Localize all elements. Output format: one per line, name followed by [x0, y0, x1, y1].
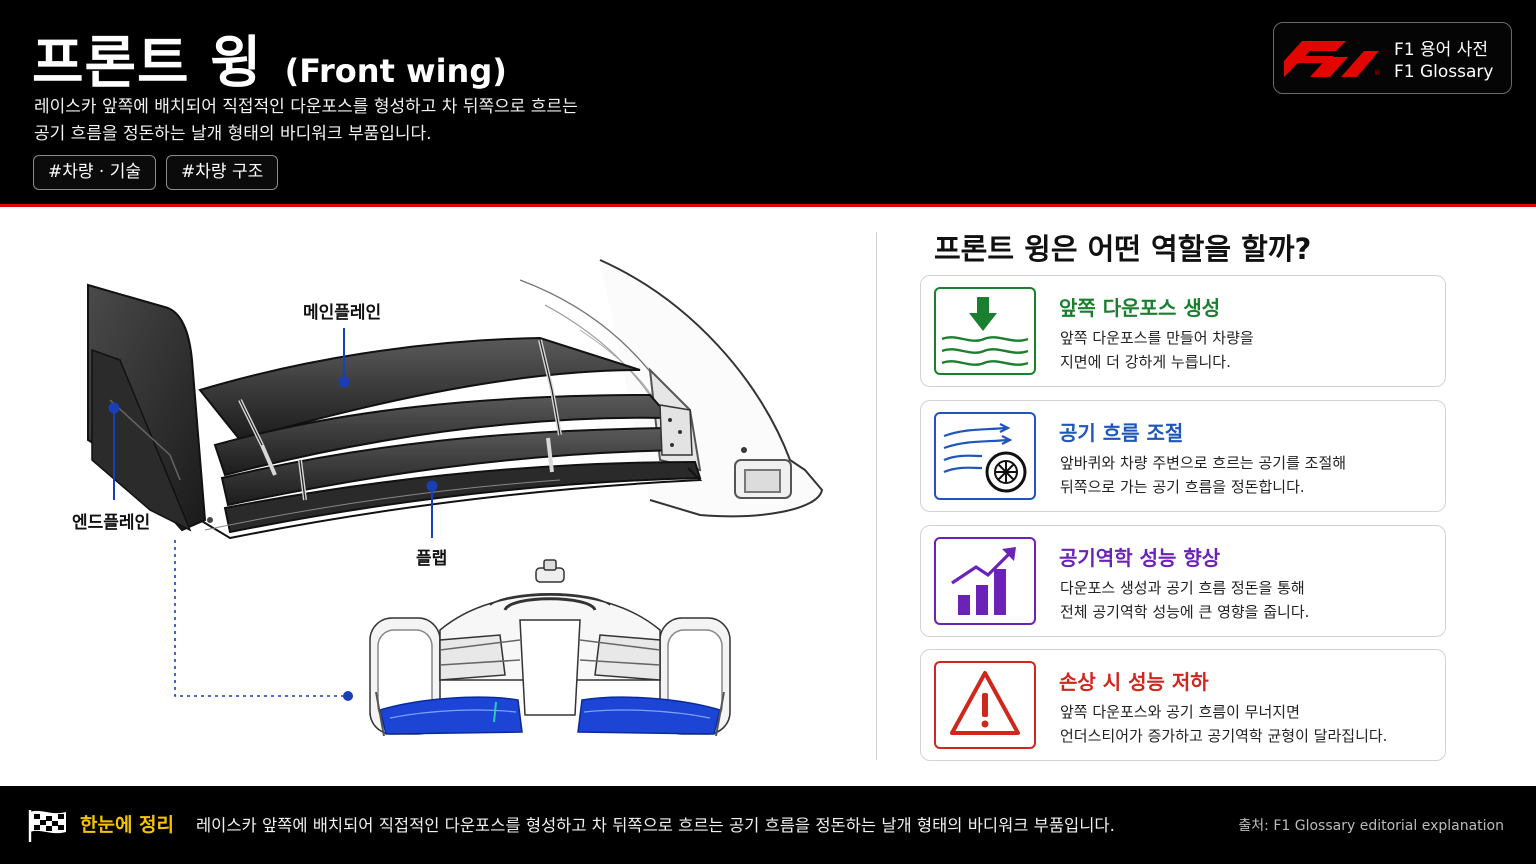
role-title: 공기 흐름 조절	[1059, 421, 1184, 445]
role-description: 다운포스 생성과 공기 흐름 정돈을 통해 전체 공기역학 성능에 큰 영향을 …	[1060, 576, 1309, 624]
label-endplate: 엔드플레인	[72, 513, 151, 533]
car-front-view	[369, 559, 731, 735]
flap-marker	[426, 480, 438, 492]
f1-logo-icon: ®	[1284, 41, 1381, 77]
role-description-line: 앞쪽 다운포스를 만들어 차량을	[1060, 329, 1254, 347]
label-mainplane: 메인플레인	[303, 303, 382, 323]
checkered-flag-icon	[28, 810, 66, 842]
summary-text: 레이스카 앞쪽에 배치되어 직접적인 다운포스를 형성하고 차 뒤쪽으로 흐르는…	[196, 816, 1115, 835]
badge-title-english: F1 Glossary	[1394, 62, 1494, 82]
tag-vehicle-structure[interactable]: #차량 구조	[166, 155, 279, 190]
description-line: 레이스카 앞쪽에 배치되어 직접적인 다운포스를 형성하고 차 뒤쪽으로 흐르는	[34, 97, 578, 117]
role-title: 손상 시 성능 저하	[1059, 670, 1209, 694]
badge-text: F1 용어 사전 F1 Glossary	[1394, 39, 1493, 83]
endplate-marker	[108, 402, 120, 414]
role-description-line: 지면에 더 강하게 누릅니다.	[1060, 353, 1231, 371]
header: 프론트 윙 (Front wing) 레이스카 앞쪽에 배치되어 직접적인 다운…	[0, 0, 1536, 204]
downforce-arrow-icon	[934, 287, 1036, 375]
role-description: 앞바퀴와 차량 주변으로 흐르는 공기를 조절해 뒤쪽으로 가는 공기 흐름을 …	[1060, 451, 1346, 499]
header-accent-line	[0, 204, 1536, 207]
role-description-line: 뒤쪽으로 가는 공기 흐름을 정돈합니다.	[1060, 478, 1305, 496]
roles-title: 프론트 윙은 어떤 역할을 할까?	[934, 232, 1312, 266]
front-wing-diagram: 메인플레인 엔드플레인 플랩	[0, 210, 870, 785]
glossary-badge: ® F1 용어 사전 F1 Glossary	[1273, 22, 1512, 94]
source-credit: 출처: F1 Glossary editorial explanation	[1238, 818, 1504, 834]
warning-triangle-icon	[934, 661, 1036, 749]
mainplane-shape	[198, 336, 641, 442]
role-card-airflow: 공기 흐름 조절 앞바퀴와 차량 주변으로 흐르는 공기를 조절해 뒤쪽으로 가…	[920, 400, 1446, 512]
role-card-damage: 손상 시 성능 저하 앞쪽 다운포스와 공기 흐름이 무너지면 언더스티어가 증…	[920, 649, 1446, 761]
svg-text:®: ®	[1374, 69, 1381, 77]
section-divider	[876, 232, 877, 760]
page-title: 프론트 윙	[32, 31, 263, 96]
flap-shape	[223, 460, 702, 534]
role-description-line: 앞쪽 다운포스와 공기 흐름이 무너지면	[1060, 703, 1300, 721]
role-title: 공기역학 성능 향상	[1059, 546, 1221, 570]
front-wing-illustration	[87, 259, 824, 737]
role-description-line: 다운포스 생성과 공기 흐름 정돈을 통해	[1060, 579, 1305, 597]
tag-vehicle-tech[interactable]: #차량 · 기술	[33, 155, 157, 190]
role-description-line: 앞바퀴와 차량 주변으로 흐르는 공기를 조절해	[1060, 454, 1347, 472]
badge-title-korean: F1 용어 사전	[1394, 40, 1488, 60]
footer-summary: 한눈에 정리 레이스카 앞쪽에 배치되어 직접적인 다운포스를 형성하고 차 뒤…	[0, 786, 1536, 864]
role-card-aero-performance: 공기역학 성능 향상 다운포스 생성과 공기 흐름 정돈을 통해 전체 공기역학…	[920, 525, 1446, 637]
car-front-wing-highlight	[375, 691, 725, 737]
page-title-english: (Front wing)	[284, 52, 507, 90]
role-description-line: 언더스티어가 증가하고 공기역학 균형이 달라집니다.	[1060, 727, 1388, 745]
title-row: 프론트 윙 (Front wing)	[32, 18, 507, 99]
page-description: 레이스카 앞쪽에 배치되어 직접적인 다운포스를 형성하고 차 뒤쪽으로 흐르는…	[34, 94, 578, 148]
airflow-wheel-icon	[934, 412, 1036, 500]
role-title: 앞쪽 다운포스 생성	[1059, 296, 1221, 320]
mainplane-marker	[338, 376, 350, 388]
label-flap: 플랩	[416, 549, 448, 569]
dotted-connector	[174, 540, 346, 697]
role-card-downforce: 앞쪽 다운포스 생성 앞쪽 다운포스를 만들어 차량을 지면에 더 강하게 누릅…	[920, 275, 1446, 387]
role-description: 앞쪽 다운포스를 만들어 차량을 지면에 더 강하게 누릅니다.	[1060, 326, 1254, 374]
summary-label: 한눈에 정리	[80, 814, 175, 836]
description-line: 공기 흐름을 정돈하는 날개 형태의 바디워크 부품입니다.	[34, 124, 432, 144]
role-description: 앞쪽 다운포스와 공기 흐름이 무너지면 언더스티어가 증가하고 공기역학 균형…	[1060, 700, 1387, 748]
role-description-line: 전체 공기역학 성능에 큰 영향을 줍니다.	[1060, 603, 1310, 621]
tag-list: #차량 · 기술 #차량 구조	[33, 155, 279, 190]
rising-bar-chart-icon	[934, 537, 1036, 625]
